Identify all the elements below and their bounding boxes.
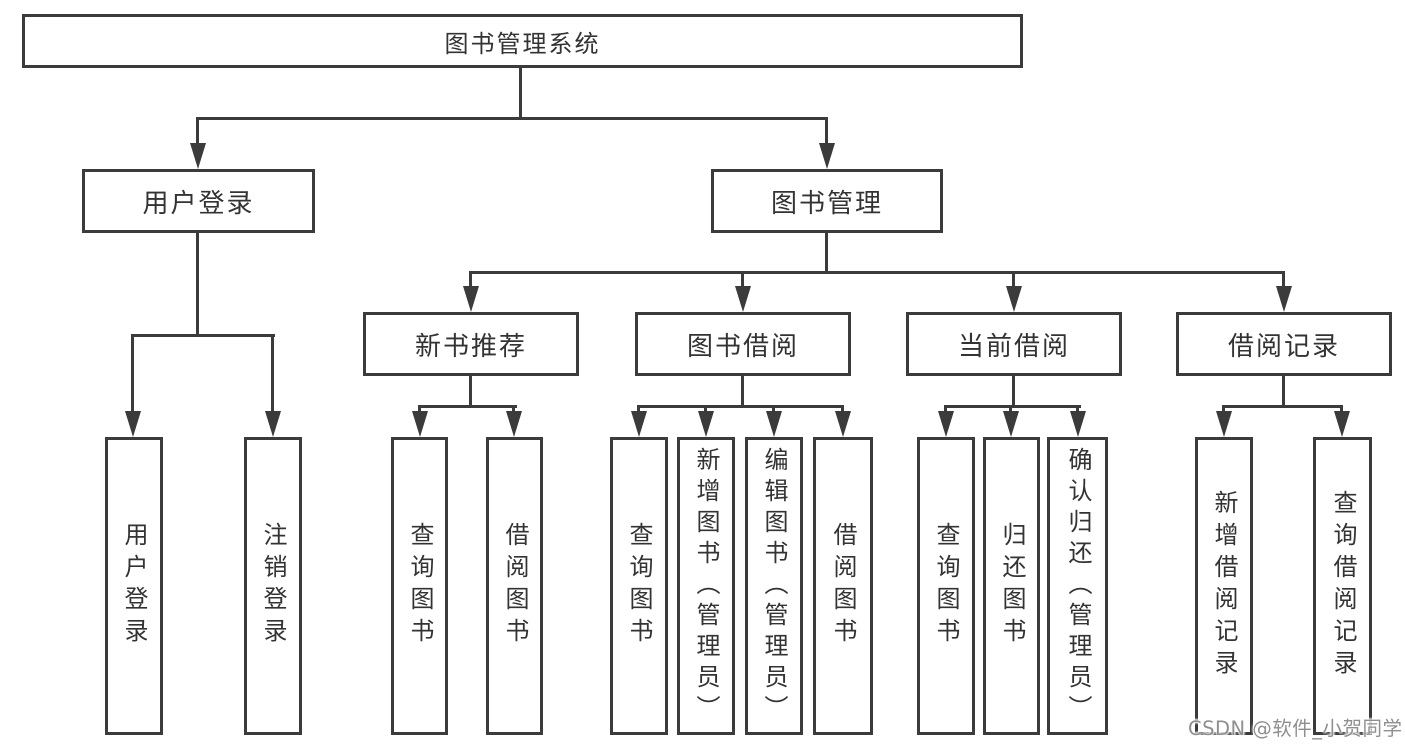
- leaf-nb-borrow-book: 借阅图书: [486, 437, 543, 735]
- leaf-bb-query-book: 查询图书: [610, 437, 668, 735]
- connector-line: [741, 271, 744, 290]
- node-user-login: 用户登录: [82, 169, 315, 233]
- connector-line: [469, 271, 1285, 274]
- arrow-down-icon: [1334, 411, 1350, 437]
- arrow-down-icon: [735, 286, 751, 312]
- arrow-down-icon: [190, 143, 206, 169]
- connector-line: [825, 117, 828, 147]
- arrow-down-icon: [1070, 411, 1086, 437]
- arrow-down-icon: [265, 411, 281, 437]
- connector-line: [1009, 405, 1012, 415]
- connector-line: [196, 233, 199, 337]
- connector-line: [772, 405, 775, 415]
- node-borrow-record: 借阅记录: [1176, 312, 1392, 376]
- arrow-down-icon: [631, 411, 647, 437]
- connector-line: [1340, 405, 1343, 415]
- connector-line: [704, 405, 707, 415]
- leaf-bb-edit-book-admin: 编辑图书（管理员）: [745, 437, 803, 735]
- node-current-borrow: 当前借阅: [906, 312, 1122, 376]
- connector-line: [469, 271, 472, 290]
- connector-line: [1222, 405, 1343, 408]
- connector-line: [637, 405, 844, 408]
- node-new-book-recommend: 新书推荐: [363, 312, 579, 376]
- connector-line: [196, 117, 828, 120]
- arrow-down-icon: [1006, 286, 1022, 312]
- connector-line: [131, 334, 134, 415]
- leaf-br-add-borrow-record: 新增借阅记录: [1195, 437, 1253, 735]
- arrow-down-icon: [506, 411, 522, 437]
- node-root-library-system: 图书管理系统: [22, 14, 1023, 68]
- node-book-borrow: 图书借阅: [635, 312, 851, 376]
- arrow-down-icon: [463, 286, 479, 312]
- connector-line: [1012, 271, 1015, 290]
- connector-line: [519, 68, 522, 118]
- arrow-down-icon: [1276, 286, 1292, 312]
- arrow-down-icon: [938, 411, 954, 437]
- connector-line: [841, 405, 844, 415]
- leaf-cb-confirm-return-admin: 确认归还（管理员）: [1047, 437, 1108, 735]
- connector-line: [944, 405, 1081, 408]
- connector-line: [1076, 405, 1079, 415]
- leaf-logout-login: 注销登录: [244, 437, 302, 735]
- connector-line: [469, 376, 472, 408]
- leaf-cb-return-book: 归还图书: [983, 437, 1040, 735]
- connector-line: [1012, 376, 1015, 408]
- leaf-bb-add-book-admin: 新增图书（管理员）: [677, 437, 735, 735]
- arrow-down-icon: [819, 143, 835, 169]
- arrow-down-icon: [698, 411, 714, 437]
- arrow-down-icon: [766, 411, 782, 437]
- connector-line: [196, 117, 199, 147]
- arrow-down-icon: [1003, 411, 1019, 437]
- connector-line: [271, 334, 274, 415]
- connector-line: [1282, 376, 1285, 408]
- leaf-bb-borrow-book: 借阅图书: [813, 437, 873, 735]
- node-book-management: 图书管理: [711, 169, 943, 233]
- connector-line: [512, 405, 515, 415]
- connector-line: [131, 334, 275, 337]
- connector-line: [637, 405, 640, 415]
- watermark-text: CSDN @软件_小贺同学: [1188, 717, 1403, 740]
- arrow-down-icon: [412, 411, 428, 437]
- connector-line: [418, 405, 421, 415]
- leaf-br-query-borrow-record: 查询借阅记录: [1313, 437, 1372, 735]
- leaf-user-login: 用户登录: [105, 437, 163, 735]
- arrow-down-icon: [835, 411, 851, 437]
- connector-line: [418, 405, 517, 408]
- connector-line: [825, 233, 828, 274]
- connector-line: [1282, 271, 1285, 290]
- connector-line: [1222, 405, 1225, 415]
- connector-line: [944, 405, 947, 415]
- arrow-down-icon: [1216, 411, 1232, 437]
- leaf-nb-query-book: 查询图书: [391, 437, 448, 735]
- connector-line: [741, 376, 744, 408]
- arrow-down-icon: [125, 411, 141, 437]
- leaf-cb-query-book: 查询图书: [917, 437, 975, 735]
